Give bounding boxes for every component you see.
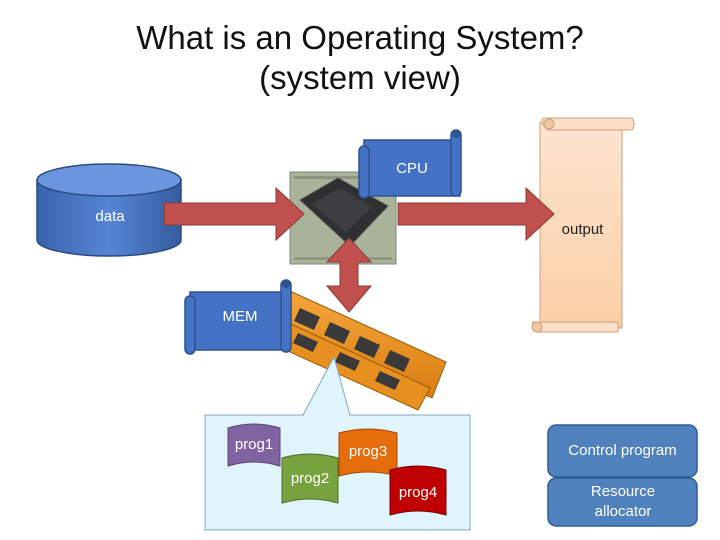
prog1-shape: [227, 423, 281, 467]
memory-modules-image: [267, 291, 447, 411]
resource-allocator-label: Resource allocator: [590, 483, 656, 520]
cpu-scroll: [358, 129, 462, 199]
data-to-cpu-arrow: [163, 186, 305, 242]
prog2-shape: [281, 453, 339, 504]
output-label: output: [561, 221, 604, 238]
data-cylinder: [36, 163, 182, 257]
cpu-memory-arrow: [325, 237, 373, 313]
control-program-label: Control program: [568, 442, 677, 459]
cpu-to-output-arrow: [397, 186, 555, 242]
prog4-label: prog4: [398, 484, 438, 501]
title-line-1: What is an Operating System?: [136, 19, 584, 56]
slide-title: What is an Operating System? (system vie…: [0, 18, 720, 98]
control-program-box: [547, 424, 698, 478]
data-label: data: [95, 208, 125, 225]
output-scroll: [531, 117, 635, 333]
resource-allocator-box: [547, 477, 698, 527]
mem-label: MEM: [222, 308, 258, 325]
prog1-label: prog1: [234, 436, 274, 453]
title-line-2: (system view): [259, 59, 461, 96]
mem-scroll: [184, 279, 292, 355]
prog2-label: prog2: [290, 470, 330, 487]
prog3-label: prog3: [348, 443, 388, 460]
cpu-label: CPU: [396, 160, 428, 177]
prog4-shape: [389, 465, 447, 516]
